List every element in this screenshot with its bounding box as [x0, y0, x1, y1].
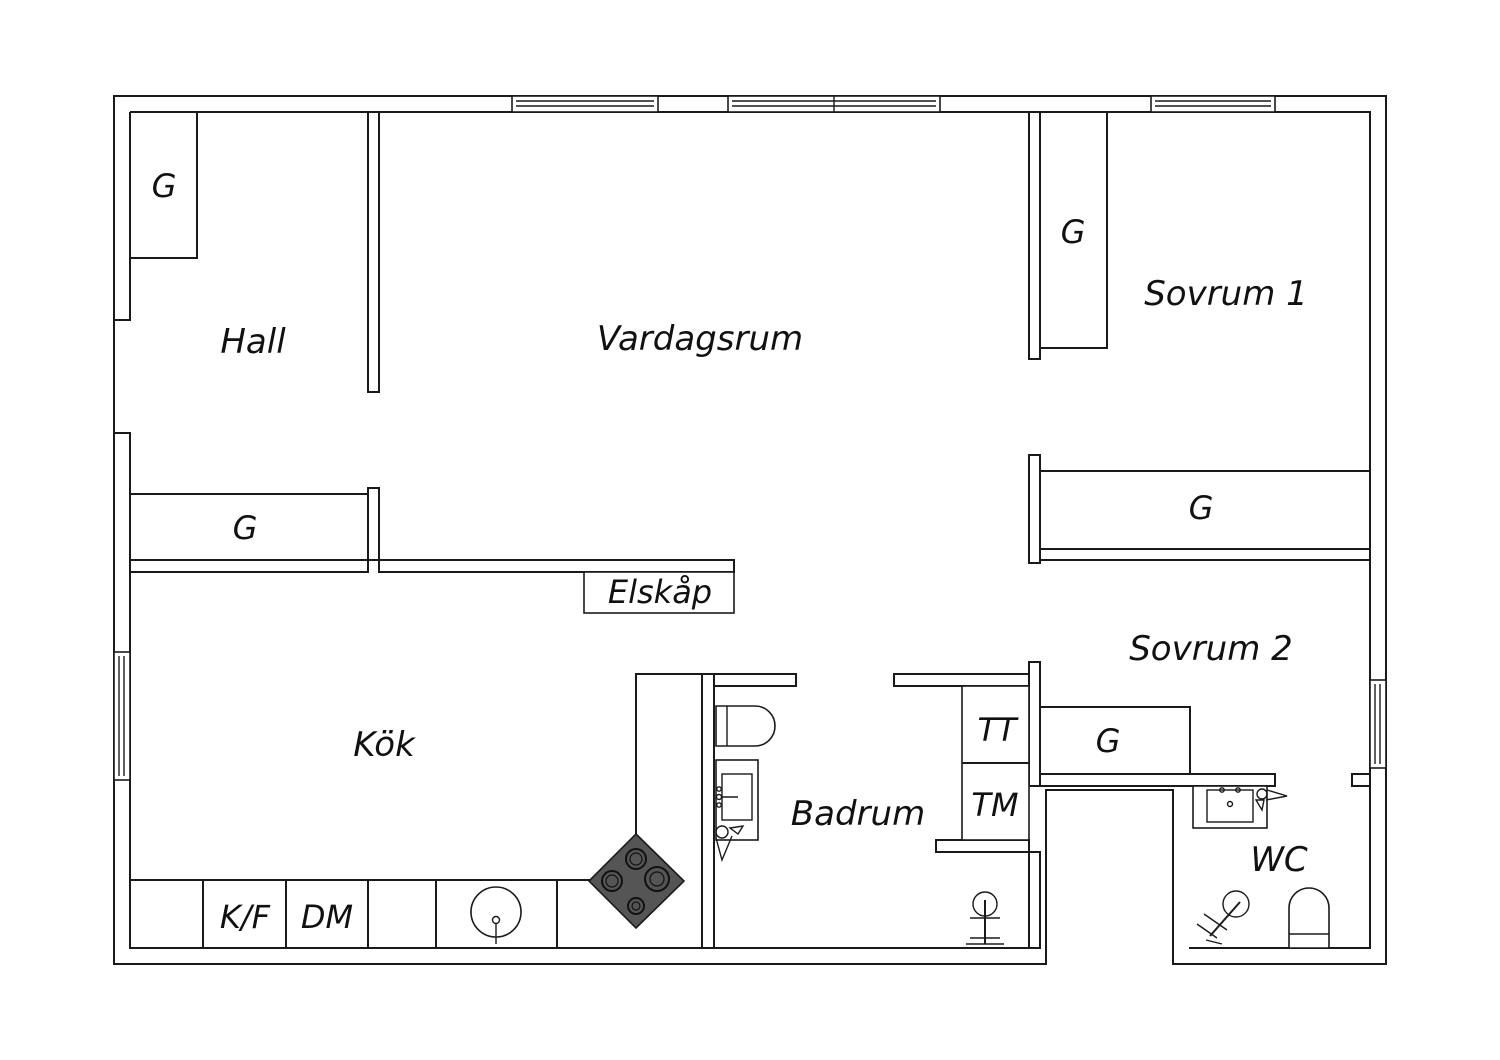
sovrum2-closet [1040, 706, 1191, 774]
window-left [113, 651, 131, 781]
closet-label-sovrum1-side: G [1061, 213, 1086, 251]
tt-tm-cabinets [961, 685, 1030, 841]
elskap-label: Elskåp [608, 573, 712, 611]
interior-walls [129, 111, 1371, 949]
wc-shower-icon [1196, 890, 1250, 945]
room-label-hall: Hall [220, 322, 286, 362]
room-label-vardagsrum: Vardagsrum [597, 319, 803, 359]
wc-toilet-icon [1288, 887, 1330, 949]
window-right [1369, 679, 1387, 769]
kitchen-counter [130, 673, 702, 948]
room-label-wc: WC [1250, 840, 1308, 880]
kf-label: K/F [220, 898, 271, 936]
tt-label: TT [977, 711, 1019, 749]
sovrum1-closet-side [1040, 112, 1108, 349]
hall-closet-top [130, 112, 198, 259]
shower-icon [966, 891, 1004, 945]
closet-label-sovrum1-bottom: G [1189, 489, 1214, 527]
elskap-cabinet [583, 571, 735, 614]
room-label-badrum: Badrum [791, 794, 925, 834]
closet-label-hall-bottom: G [233, 509, 258, 547]
stove-icon [587, 832, 686, 930]
dm-label: DM [301, 898, 353, 936]
room-label-sovrum-1: Sovrum 1 [1144, 274, 1308, 314]
window-top-3 [1150, 95, 1276, 113]
wc-floor-drain-icon [1254, 788, 1288, 812]
badrum-toilet-icon [715, 705, 776, 747]
closet-label-sovrum2: G [1096, 722, 1121, 760]
wc-sink-icon [1192, 785, 1268, 829]
window-top-2 [727, 95, 941, 113]
badrum-sink-icon [715, 759, 759, 841]
tm-label: TM [971, 786, 1018, 824]
kitchen-sink-icon [470, 886, 522, 944]
badrum-floor-drain-icon [715, 825, 745, 863]
window-top-1 [511, 95, 659, 113]
room-label-kok: Kök [353, 725, 416, 765]
closet-label-hall-top: G [152, 167, 177, 205]
room-label-sovrum-2: Sovrum 2 [1129, 629, 1293, 669]
